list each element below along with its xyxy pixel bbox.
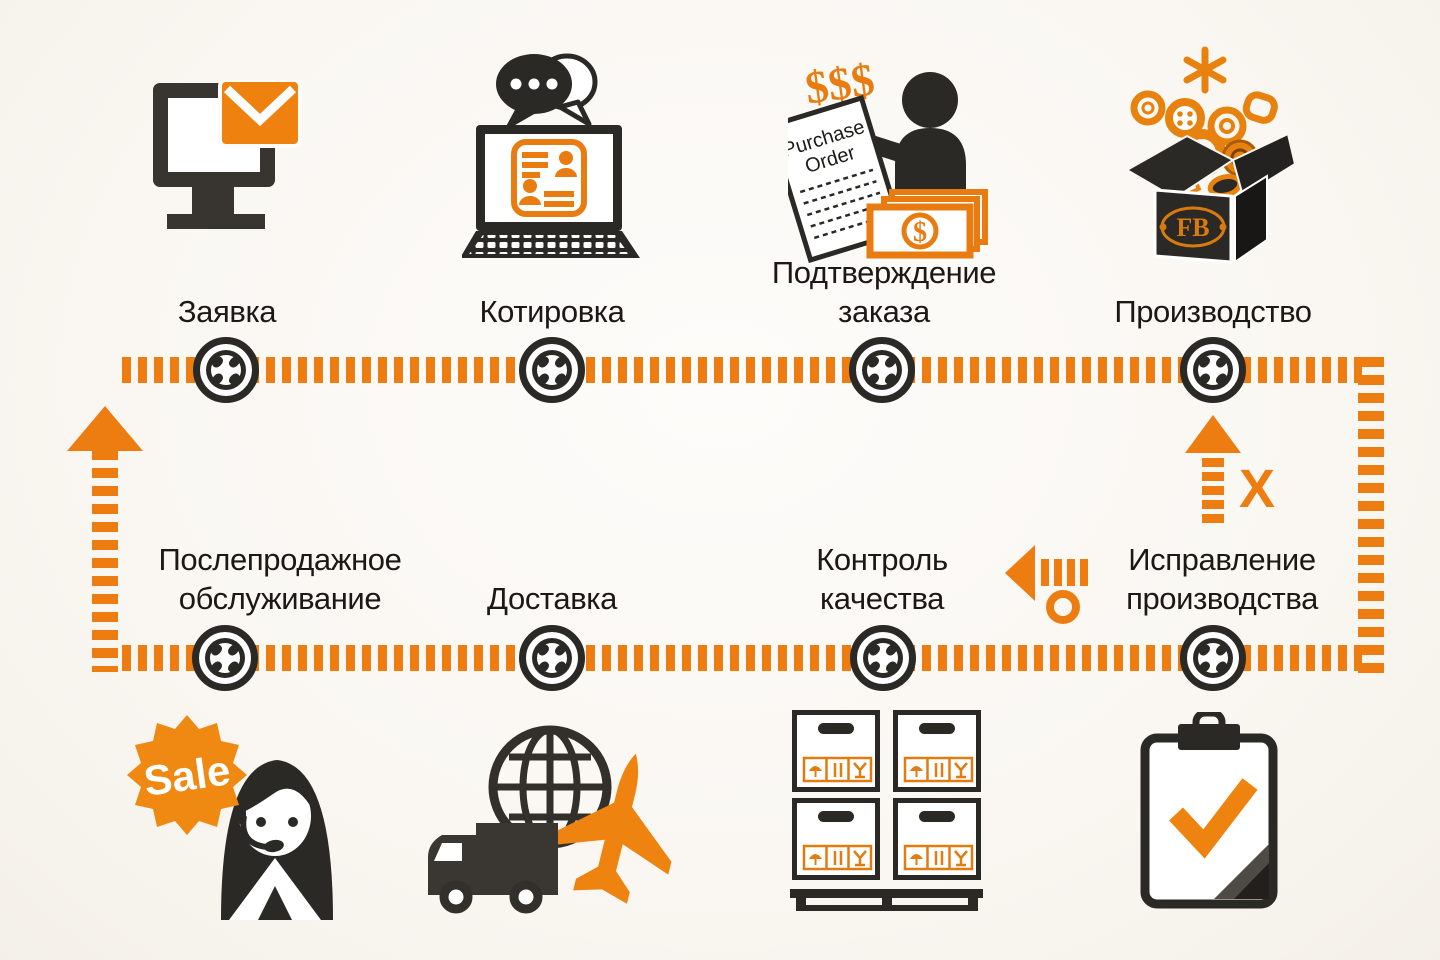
button-node [1180, 625, 1246, 691]
stage-label-quality: Контроль качества [816, 541, 948, 617]
svg-text:$: $ [913, 217, 927, 248]
headset-icon [237, 808, 284, 853]
stage-label-quotation: Котировка [479, 294, 625, 330]
stitch-line-right [1358, 357, 1384, 673]
monitor-envelope-icon [153, 80, 302, 229]
checkmark-icon [1169, 778, 1258, 859]
fail-mark: X [1239, 459, 1275, 519]
support-agent-icon [221, 760, 333, 920]
sale-badge-icon: Sale [127, 715, 247, 835]
button-node [1180, 337, 1246, 403]
pass-ring-icon [1046, 590, 1080, 624]
return-arrow-up-icon [67, 406, 143, 451]
cargo-crates-icon [790, 708, 983, 911]
stitch-line-left-return [92, 450, 118, 672]
button-node [193, 337, 259, 403]
stage-label-request: Заявка [177, 294, 277, 330]
truck-icon [428, 823, 558, 914]
envelope-icon [218, 80, 302, 148]
airplane-icon [550, 753, 672, 904]
rework-arrow-icon [1005, 545, 1088, 624]
stage-label-rework: Исправление производства [1126, 541, 1318, 617]
chat-bubbles-icon [496, 53, 598, 132]
button-node [192, 625, 258, 691]
open-box-icon: FB [1125, 132, 1295, 264]
button-node [519, 625, 585, 691]
button-node [849, 337, 915, 403]
stitch-line-top [122, 357, 1362, 383]
profile-document-icon [511, 139, 587, 217]
button-node [519, 337, 585, 403]
fail-arrow-icon: X [1185, 415, 1275, 523]
stage-label-aftersale: Послепродажное обслуживание [158, 541, 402, 617]
pallet-icon [790, 889, 983, 911]
global-shipping-icon [428, 725, 672, 914]
box-logo-text: FB [1176, 213, 1209, 242]
laptop-chat-icon [462, 53, 640, 258]
purchase-order-icon: $$$ Purchase Order $ [788, 55, 988, 263]
stitch-line-bottom [122, 645, 1362, 671]
clipboard-check-icon [1140, 712, 1278, 909]
money-bills-icon: $ [866, 189, 988, 259]
button-node [850, 625, 916, 691]
production-box-icon: FB [1125, 46, 1295, 264]
stage-label-delivery: Доставка [487, 581, 617, 617]
stage-label-production: Производство [1114, 294, 1312, 330]
sale-support-icon: Sale [127, 715, 333, 920]
